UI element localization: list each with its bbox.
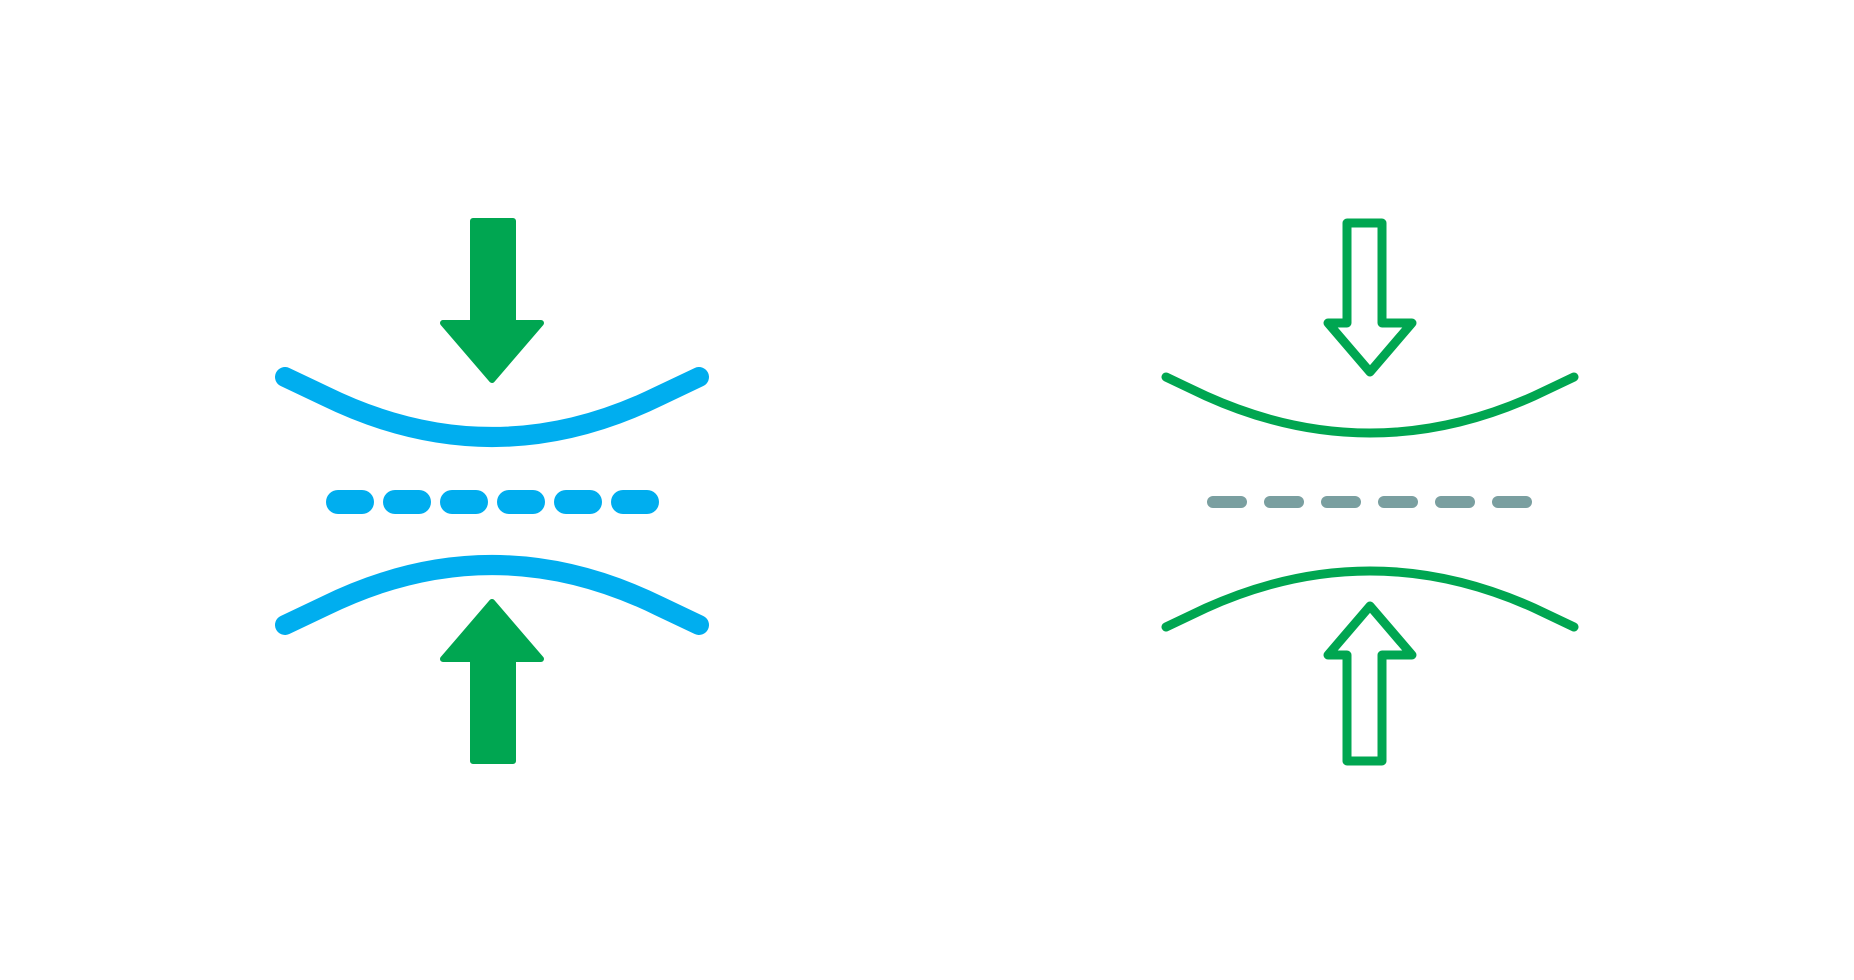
upper-curve <box>1161 372 1579 438</box>
compression-icon-outline-svg <box>1161 218 1579 766</box>
lower-curve <box>275 555 709 635</box>
arrow-down-outline-icon <box>1323 218 1417 377</box>
compression-icon-filled-svg <box>275 218 709 764</box>
arrow-up-outline-icon <box>1323 601 1417 766</box>
arrow-up-icon <box>440 599 544 764</box>
compression-icon-filled <box>275 218 709 764</box>
arrow-down-icon <box>440 218 544 383</box>
lower-curve <box>1161 566 1579 632</box>
compression-icon-outline <box>927 0 1854 980</box>
upper-curve <box>275 367 709 447</box>
